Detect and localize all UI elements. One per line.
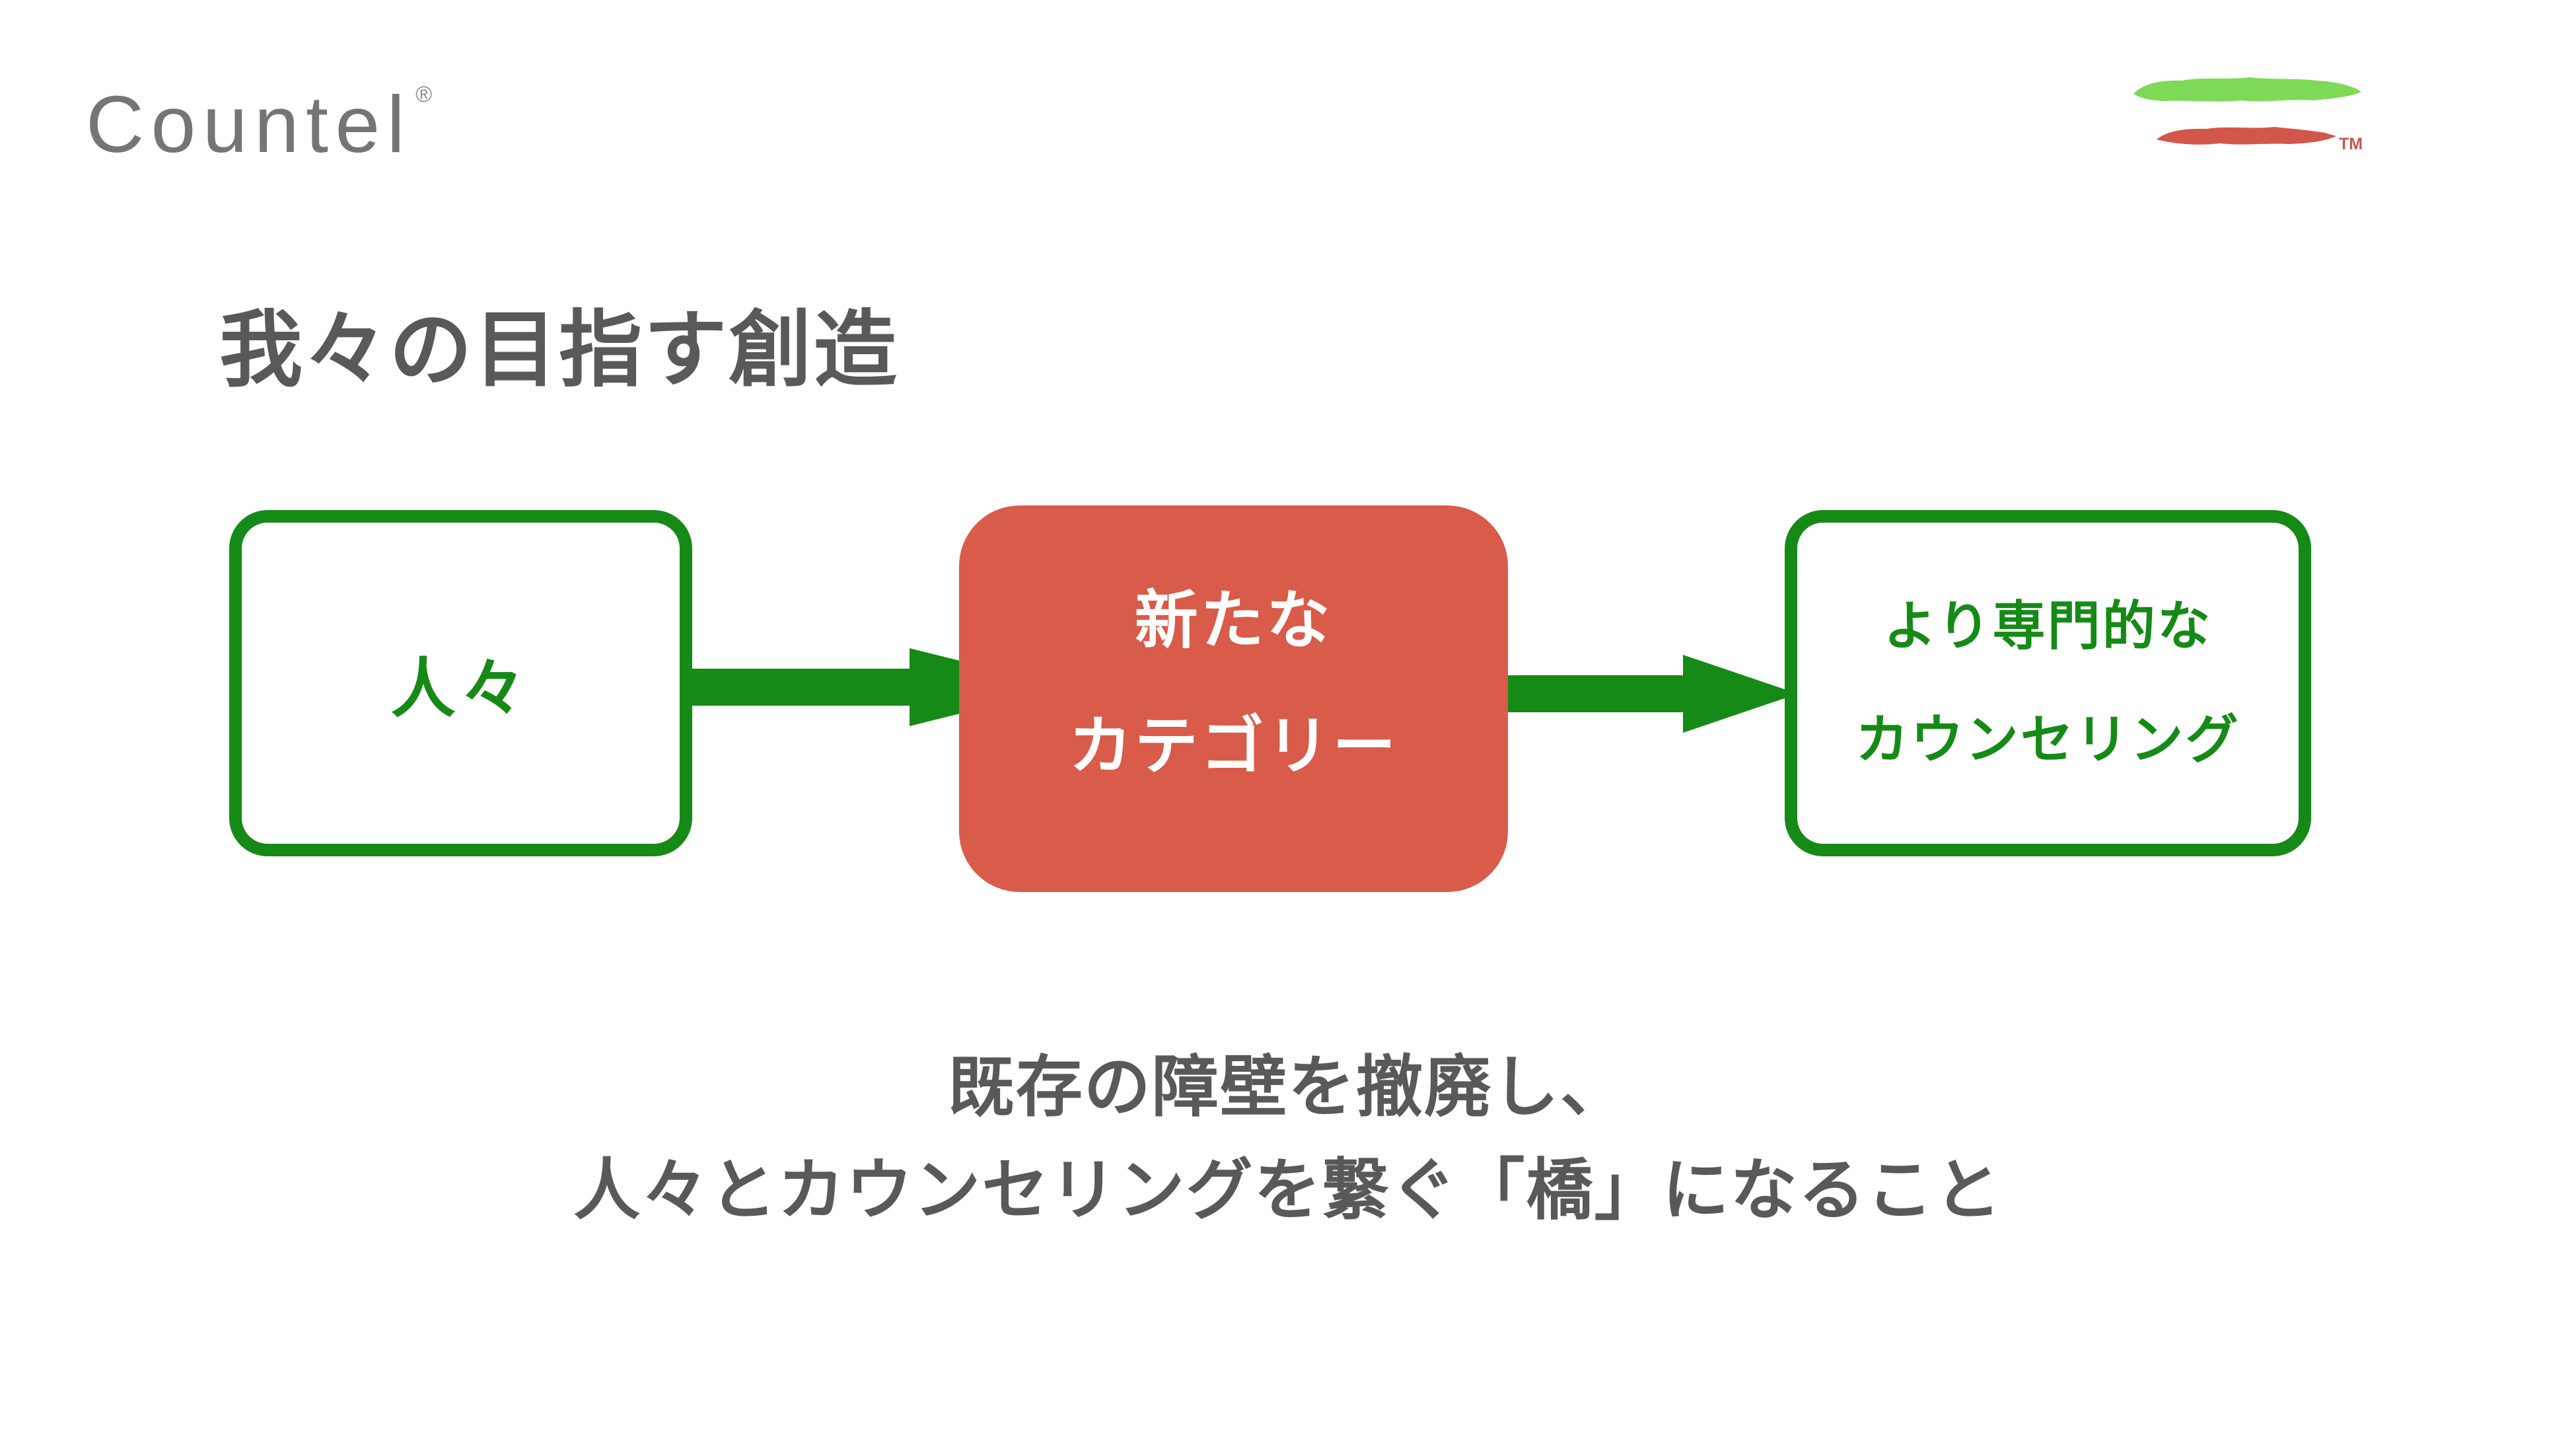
green-brush-stroke-icon xyxy=(2133,77,2361,102)
node-new-category-line2: カテゴリー xyxy=(1068,710,1399,782)
diagram-node-people: 人々 xyxy=(229,510,692,856)
diagram-node-specialized-counseling: より専門的な カウンセリング xyxy=(1785,510,2311,856)
node-people-label: 人々 xyxy=(390,652,531,725)
footer-statement: 既存の障壁を撤廃し、 人々とカウンセリングを繋ぐ「橋」になること xyxy=(0,1036,2576,1242)
brand-logo-mark: TM xyxy=(2104,59,2388,165)
node-counseling-line2: カウンセリング xyxy=(1855,710,2240,769)
page-title: 我々の目指す創造 xyxy=(219,303,899,396)
brand-wordmark: Countel® xyxy=(86,78,432,170)
footer-statement-line1: 既存の障壁を撤廃し、 xyxy=(947,1051,1629,1125)
brush-strokes-icon: TM xyxy=(2133,77,2363,153)
trademark-symbol: TM xyxy=(2339,135,2363,153)
registered-trademark-symbol: ® xyxy=(415,82,433,108)
footer-statement-line2: 人々とカウンセリングを繋ぐ「橋」になること xyxy=(573,1154,2003,1228)
node-counseling-line1: より専門的な xyxy=(1883,597,2213,655)
node-new-category-line1: 新たな xyxy=(1134,585,1333,656)
diagram-node-new-category: 新たな カテゴリー xyxy=(959,505,1508,892)
brand-wordmark-text: Countel xyxy=(86,79,412,169)
flow-arrow-2-head-icon xyxy=(1683,655,1798,733)
red-brush-stroke-icon xyxy=(2157,127,2336,145)
flow-arrow-1-shaft xyxy=(692,669,912,706)
flow-arrow-2-shaft xyxy=(1508,675,1684,712)
